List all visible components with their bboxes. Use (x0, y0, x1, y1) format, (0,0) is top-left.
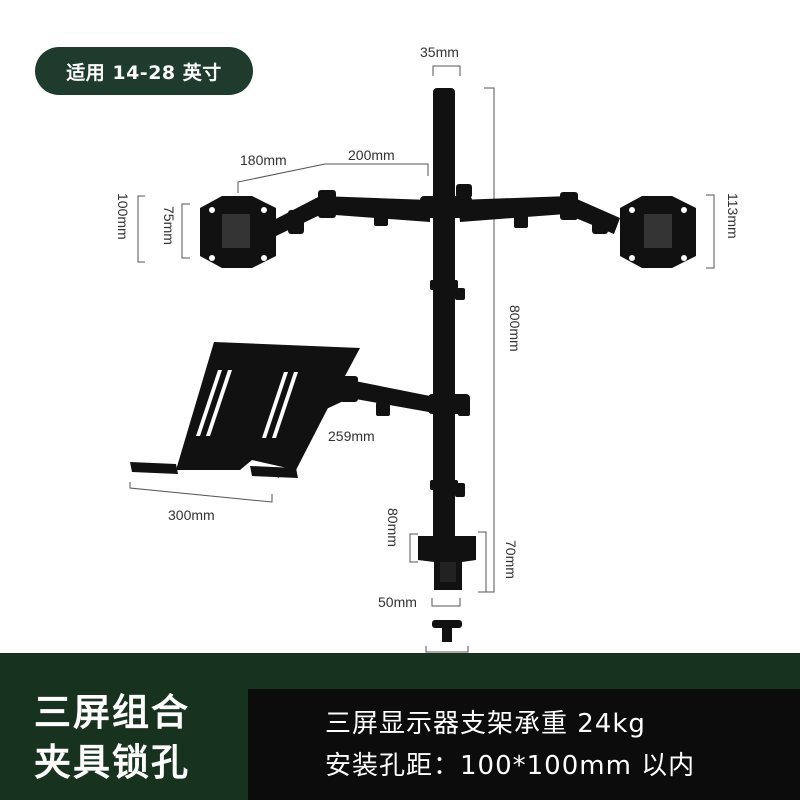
laptop-tray (130, 342, 360, 478)
dim-clamp-range: 70mm (503, 540, 519, 579)
dim-right-height: 113mm (725, 193, 741, 239)
dim-tray-depth: 259mm (328, 428, 375, 444)
dim-arm-outer: 180mm (240, 152, 287, 168)
dim-arm-inner: 200mm (348, 147, 395, 163)
size-badge-text: 适用 14-28 英寸 (66, 61, 222, 84)
pole (430, 88, 465, 558)
dim-tray-width: 300mm (168, 507, 215, 523)
dim-clamp-width: 50mm (378, 594, 417, 610)
lower-arm (318, 376, 470, 416)
bottom-banner-black (248, 689, 800, 800)
monitor-stand-illustration: 35mm 180mm 200mm 100mm 75mm 113mm 800mm … (115, 44, 741, 660)
desk-clamp (418, 536, 476, 642)
spec-vesa-spacing: 安装孔距：100*100mm 以内 (325, 751, 696, 781)
upper-arms (270, 184, 620, 236)
dim-left-height-inner: 75mm (161, 206, 177, 245)
dim-left-height-outer: 100mm (115, 193, 131, 240)
dim-pole-width: 35mm (420, 44, 459, 60)
dim-pole-height: 800mm (507, 305, 523, 352)
dim-clamp-height: 80mm (385, 508, 401, 547)
left-vesa-plate (200, 196, 276, 268)
feature-title-line2: 夹具锁孔 (34, 741, 190, 784)
feature-title-line1: 三屏组合 (34, 691, 190, 734)
size-badge: 适用 14-28 英寸 (35, 47, 253, 95)
right-vesa-plate (620, 196, 696, 268)
spec-load-capacity: 三屏显示器支架承重 24kg (325, 709, 646, 739)
